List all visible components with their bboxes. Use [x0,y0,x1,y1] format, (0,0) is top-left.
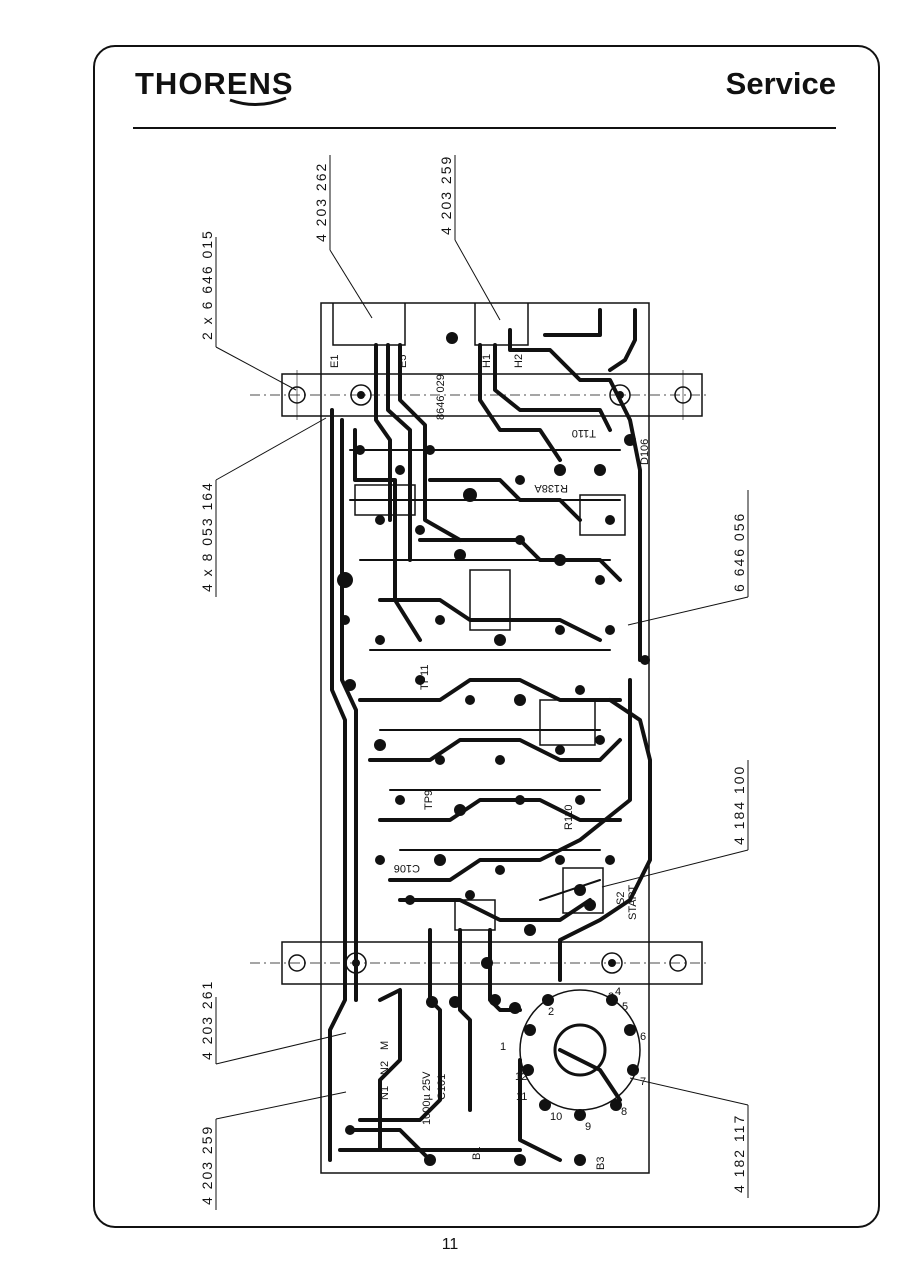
label-c101: C101 [436,1074,448,1100]
part-number-7: 4 203 261 [199,980,215,1060]
label-start: START [627,885,639,920]
header-rule [133,127,836,129]
connector-e [332,303,406,346]
label-e5: E5 [397,355,409,368]
leader-lines [215,155,749,1210]
label-board-code: 8646 029 [435,374,447,420]
label-b3: B3 [595,1157,607,1170]
label-n1: N1 [379,1086,391,1100]
part-number-labels: 2 x 6 646 015 4 203 262 4 203 259 4 x 8 … [199,155,747,1205]
page-frame [93,45,880,1228]
part-number-5: 6 646 056 [731,512,747,592]
logo-swash [229,96,287,106]
page-number: 11 [441,1236,459,1253]
label-tp11: TP11 [419,665,431,690]
din-pin-12: 12 [515,1071,527,1083]
pcb-board [320,302,650,1174]
label-e1: E1 [329,355,341,368]
din-pin-9: 9 [585,1121,591,1133]
label-m: M [379,1041,391,1050]
thin-traces [349,449,621,901]
part-number-2: 4 203 262 [313,162,329,242]
section-title: Service [725,66,836,101]
din-pin-7: 7 [640,1076,646,1088]
label-n2: N2 [379,1061,391,1075]
din-pin-5: 5 [622,1001,628,1013]
board-labels: E1 E5 H1 H2 8646 029 T110 D106 R138A TP1… [329,354,651,1170]
mounting-rail-bottom [250,941,710,985]
part-number-8: 4 203 259 [199,1125,215,1205]
label-c106: C106 [394,862,420,874]
label-h2: H2 [513,354,525,368]
brand-logo: THORENS [135,66,294,101]
label-c101-value: 1000µ 25V [421,1071,433,1125]
din-socket [519,989,641,1121]
label-h1: H1 [481,354,493,368]
connector-h [474,303,529,346]
ic-packages [354,484,626,931]
label-tp9: TP9 [423,790,435,810]
component-pads [337,332,650,1166]
din-pin-8: 8 [621,1106,627,1118]
part-number-1: 2 x 6 646 015 [199,229,215,340]
label-r138a: R138A [534,482,568,494]
label-b1: B1 [471,1147,483,1160]
label-d106: D106 [639,439,651,465]
part-number-9: 4 182 117 [731,1114,747,1193]
din-pin-6: 6 [640,1031,646,1043]
label-t110: T110 [572,427,596,439]
din-pin-3: 3 [608,991,614,1003]
label-s2: S2 [615,892,627,905]
copper-traces [328,308,652,1162]
label-r110: R110 [563,805,575,830]
din-pin-4: 4 [615,986,621,998]
part-number-6: 4 184 100 [731,765,747,845]
din-pin-10: 10 [550,1111,562,1123]
part-number-3: 4 203 259 [438,155,454,235]
din-pin-11: 11 [516,1091,527,1103]
din-pin-1: 1 [500,1041,506,1053]
din-pin-2: 2 [548,1006,554,1018]
part-number-4: 4 x 8 053 164 [199,481,215,592]
